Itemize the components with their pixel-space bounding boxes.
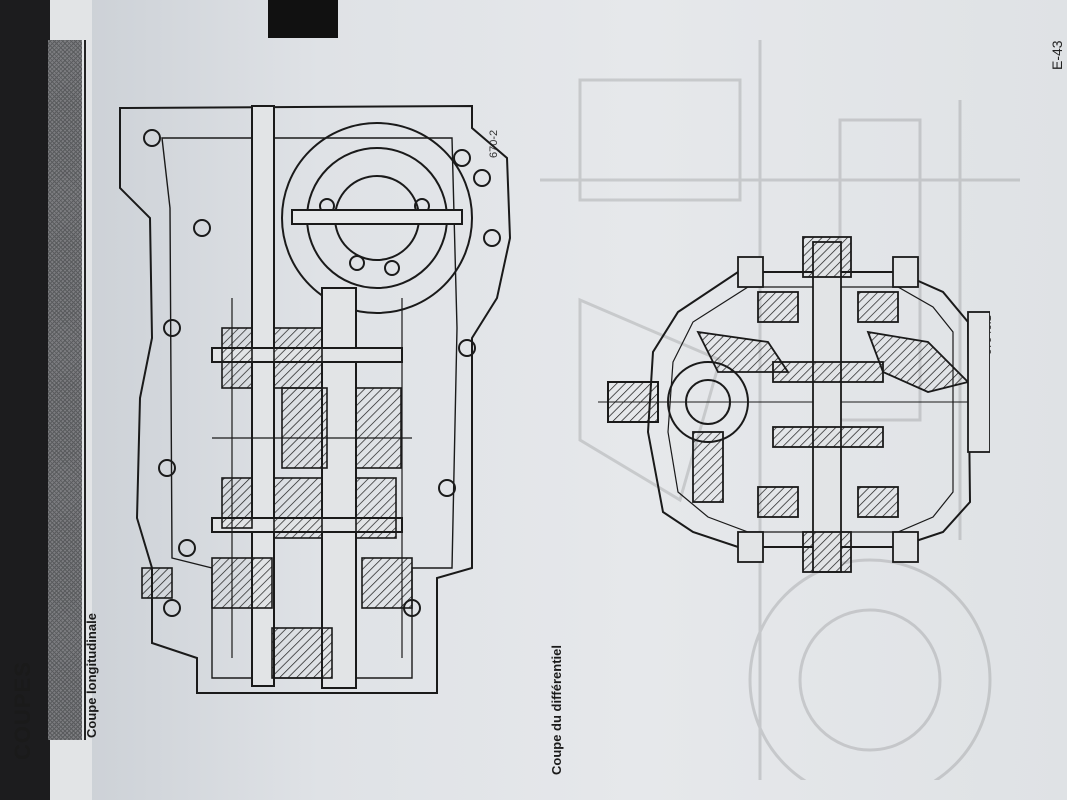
longitudinal-section-drawing bbox=[119, 104, 512, 694]
top-index-tab bbox=[268, 0, 338, 38]
header-checker-pattern bbox=[48, 40, 82, 740]
section-title: COUPES bbox=[10, 661, 35, 760]
header-rule bbox=[84, 40, 86, 740]
page-header-band bbox=[0, 0, 92, 800]
page-number: E-43 bbox=[1049, 40, 1065, 70]
show-through-drawing bbox=[540, 40, 1020, 780]
figure-caption-longitudinal: Coupe longitudinale bbox=[84, 613, 99, 738]
header-dark-bar bbox=[0, 0, 50, 800]
differential-section-drawing bbox=[598, 236, 990, 573]
